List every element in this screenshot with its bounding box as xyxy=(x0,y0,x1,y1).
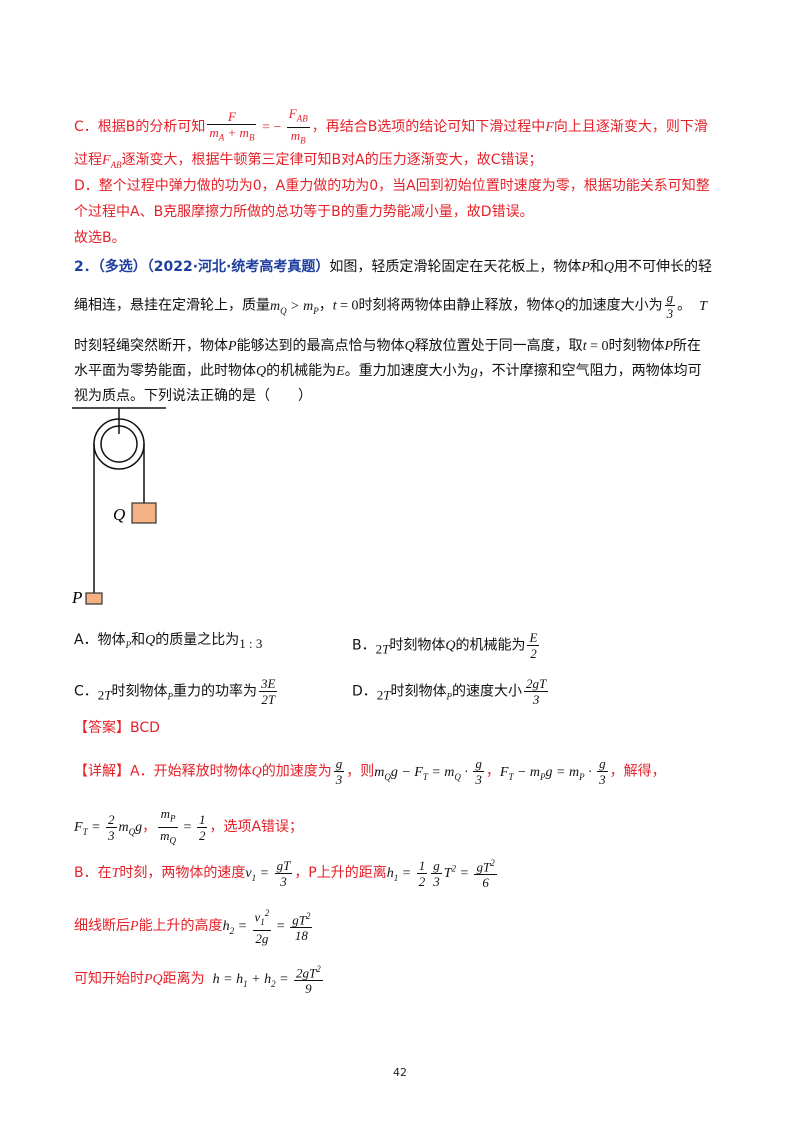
answer-value: BCD xyxy=(130,720,160,736)
text: B． xyxy=(352,637,376,654)
subscript: AB xyxy=(110,159,122,170)
text: 的速度大小 xyxy=(452,683,523,700)
text: 用不可伸长的轻 xyxy=(614,259,713,275)
text: 能上升的高度 xyxy=(138,917,223,934)
option-d-analysis-line1: D．整个过程中弹力做的功为0，A重力做的功为0，当A回到初始位置时速度为零，根据… xyxy=(74,178,710,194)
question-number: 2． xyxy=(74,259,98,275)
text: 时刻物体 xyxy=(390,683,447,700)
text: 可知开始时 xyxy=(74,971,144,988)
question-line1: 2．（多选）（2022·河北·统考高考真题）如图，轻质定滑轮固定在天花板上，物体… xyxy=(74,259,713,275)
text: 时刻，两物体的速度 xyxy=(119,865,246,882)
label-p: P xyxy=(71,588,82,607)
text: C．根据B的分析可知 xyxy=(74,119,206,136)
text: 时刻物体 xyxy=(111,683,168,700)
text: 释放位置处于同一高度，取 xyxy=(414,338,583,354)
question-line2: 绳相连，悬挂在定滑轮上，质量mQ > mP，t = 0时刻将两物体由静止释放，物… xyxy=(74,290,707,321)
text: 逐渐变大，根据牛顿第三定律可知B对A的压力逐渐变大，故C错误； xyxy=(121,152,543,168)
question-line4: 水平面为零势能面，此时物体Q的机械能为E。重力加速度大小为g，不计摩擦和空气阻力… xyxy=(74,363,702,379)
text: 绳相连，悬挂在定滑轮上，质量 xyxy=(74,297,270,314)
text: 向上且逐渐变大，则下滑 xyxy=(553,119,708,136)
text: 的加速度为 xyxy=(261,763,332,780)
text: C． xyxy=(74,683,98,700)
answer-label: 【答案】 xyxy=(74,720,130,736)
answer-line: 【答案】BCD xyxy=(74,718,160,738)
text: 时刻将两物体由静止释放，物体 xyxy=(358,297,555,314)
text: ，P上升的距离 xyxy=(294,865,387,882)
pulley-figure: Q P xyxy=(71,407,166,607)
text: 的加速度大小为 xyxy=(564,297,663,314)
text: 所在 xyxy=(673,338,702,354)
pulley-inner xyxy=(100,425,138,463)
text: ，选项A错误； xyxy=(209,819,304,836)
question-source: （2022·河北·统考高考真题） xyxy=(146,259,330,275)
text: ，再结合B选项的结论可知下滑过程中 xyxy=(311,119,546,136)
text: 和 xyxy=(589,259,604,275)
text: 的机械能为 xyxy=(455,637,526,654)
text: B．在 xyxy=(74,865,112,882)
text: D． xyxy=(352,683,377,700)
text: 的质量之比为 xyxy=(155,632,240,648)
symbol-f: F xyxy=(545,120,554,136)
question-line5: 视为质点。下列说法正确的是（ ） xyxy=(74,388,312,404)
conclusion-line: 故选B。 xyxy=(74,230,126,246)
text: ，解得， xyxy=(609,763,666,780)
symbol-f: F xyxy=(102,153,111,168)
page-number: 42 xyxy=(393,1066,407,1079)
text: 时刻物体 xyxy=(608,338,665,354)
text: A．开始释放时物体 xyxy=(130,763,252,780)
label-q: Q xyxy=(113,505,125,524)
text: 。 xyxy=(677,297,692,314)
text: 过程 xyxy=(74,152,102,168)
text: A．物体 xyxy=(74,632,126,648)
text: 如图，轻质定滑轮固定在天花板上，物体 xyxy=(329,259,582,275)
text: 水平面为零势能面，此时物体 xyxy=(74,363,256,379)
text: 能够达到的最高点恰与物体 xyxy=(236,338,405,354)
text: 。重力加速度大小为 xyxy=(344,363,471,379)
text: 细线断后 xyxy=(74,917,130,934)
text: 的机械能为 xyxy=(266,363,337,379)
block-q xyxy=(131,502,157,524)
option-d-analysis-line2: 个过程中A、B克服摩擦力所做的总功等于B的重力势能减小量，故D错误。 xyxy=(74,204,534,220)
option-c-analysis-line2: 过程FAB逐渐变大，根据牛顿第三定律可知B对A的压力逐渐变大，故C错误； xyxy=(74,150,543,175)
text: 重力的功率为 xyxy=(173,683,258,700)
text: 时刻轻绳突然断开，物体 xyxy=(74,338,228,354)
text: ，不计摩擦和空气阻力，两物体均可 xyxy=(477,363,702,379)
ratio: 1 : 3 xyxy=(239,635,263,651)
block-p xyxy=(85,592,103,605)
text: 时刻物体 xyxy=(389,637,446,654)
text: 和 xyxy=(131,632,146,648)
question-line3: 时刻轻绳突然断开，物体P能够达到的最高点恰与物体Q释放位置处于同一高度，取t =… xyxy=(74,338,702,354)
option-a[interactable]: A．物体P和Q的质量之比为1 : 3 xyxy=(74,632,263,651)
text: 距离为 xyxy=(162,971,205,988)
text: ，则 xyxy=(346,763,375,780)
detail-label: 【详解】 xyxy=(74,763,130,780)
question-tag: （多选） xyxy=(97,259,147,275)
